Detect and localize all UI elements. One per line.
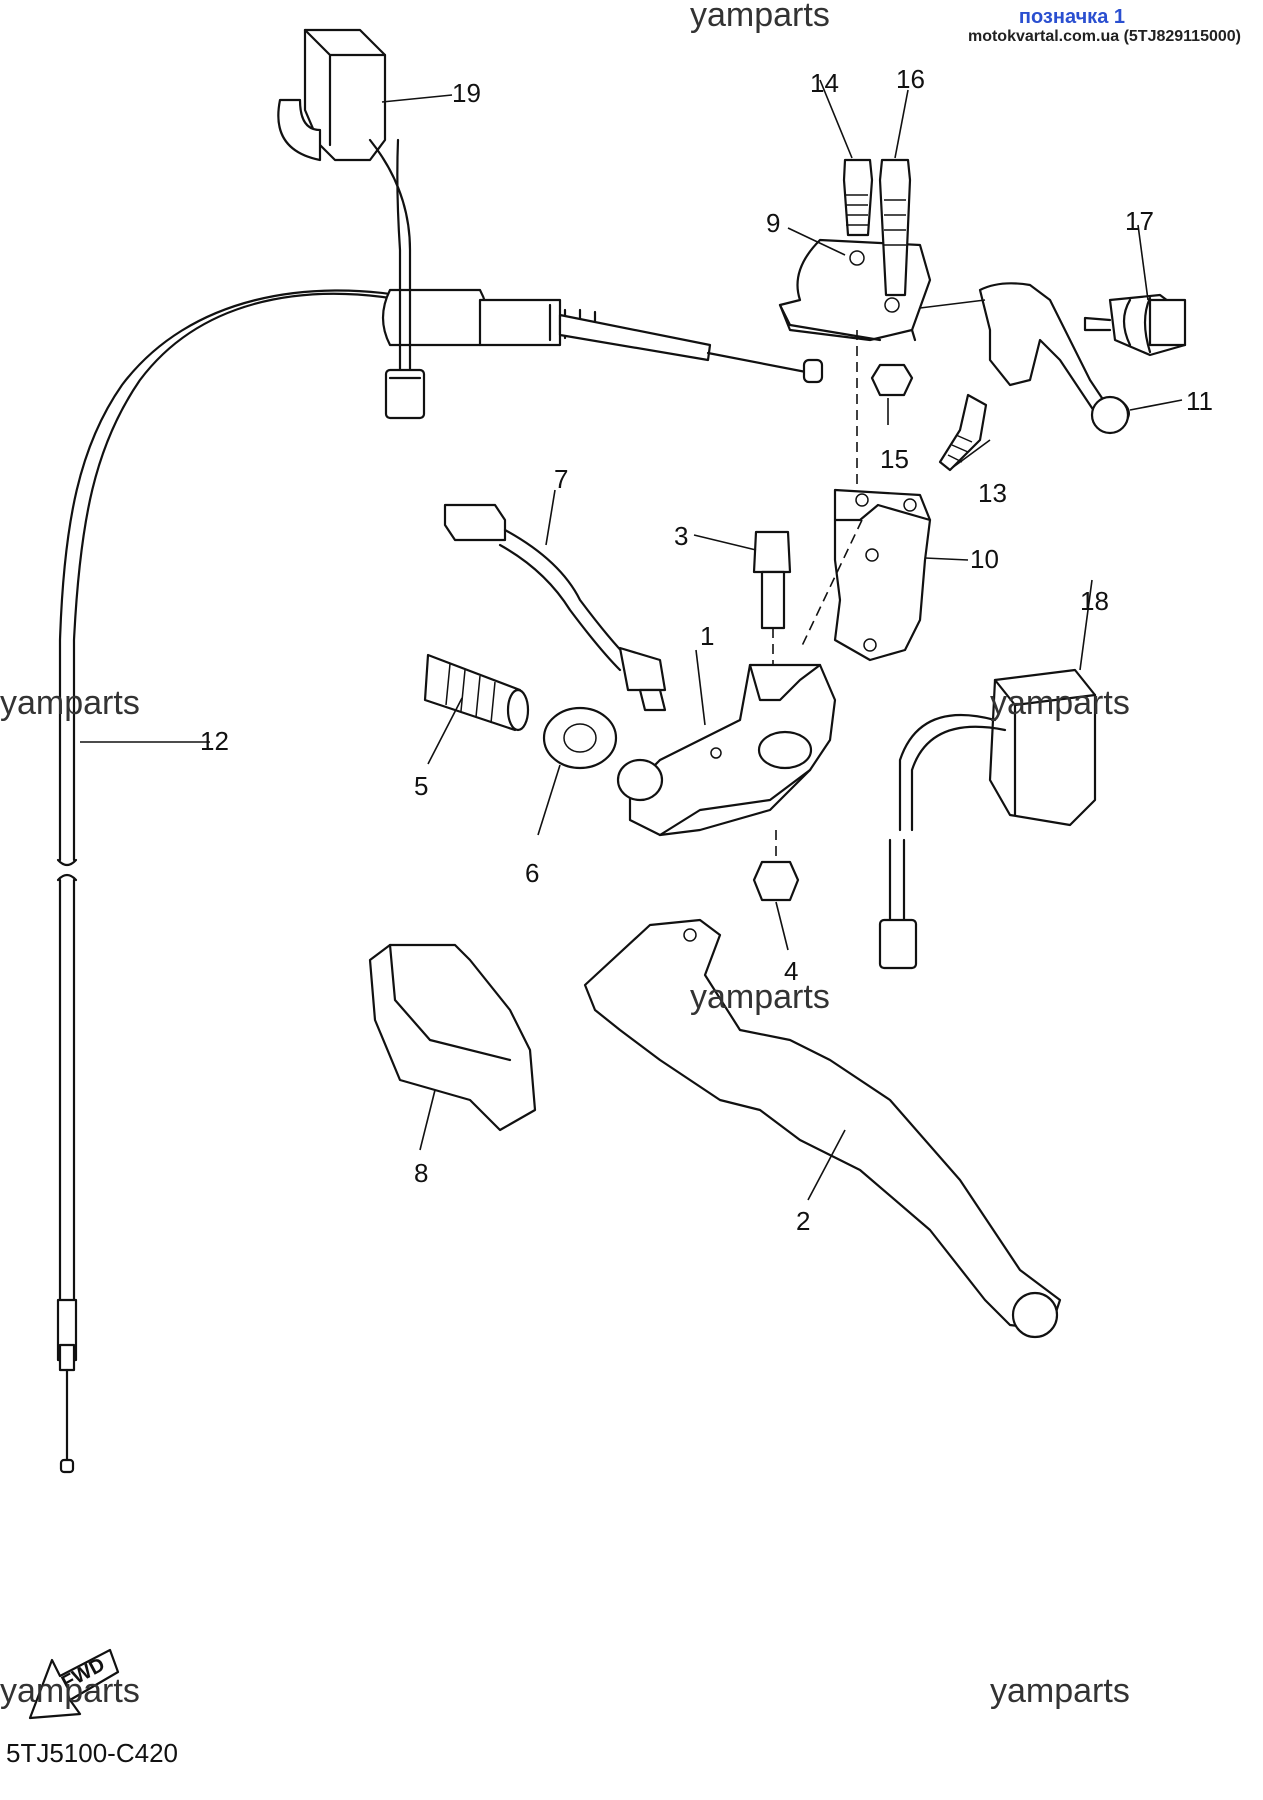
clamp-10 bbox=[833, 488, 932, 662]
callout-3: 3 bbox=[674, 521, 688, 551]
switch-19 bbox=[277, 28, 426, 420]
callout-16: 16 bbox=[896, 64, 925, 94]
callout-10: 10 bbox=[970, 544, 999, 574]
diagram-code: 5TJ5100-C420 bbox=[6, 1738, 178, 1768]
watermark: yamparts bbox=[690, 0, 830, 34]
callout-1: 1 bbox=[700, 621, 714, 651]
callout-19: 19 bbox=[452, 78, 481, 108]
callout-11: 11 bbox=[1186, 386, 1213, 416]
callout-17: 17 bbox=[1125, 206, 1154, 236]
callout-5: 5 bbox=[414, 771, 428, 801]
watermark: yamparts bbox=[690, 978, 830, 1016]
bracket-9 bbox=[778, 158, 932, 342]
switch-18 bbox=[878, 668, 1097, 970]
callout-18: 18 bbox=[1080, 586, 1109, 616]
callout-2: 2 bbox=[796, 1206, 810, 1236]
callout-15: 15 bbox=[880, 444, 909, 474]
callout-13: 13 bbox=[978, 478, 1007, 508]
badge-title: позначка 1 bbox=[1018, 6, 1125, 28]
callout-6: 6 bbox=[525, 858, 539, 888]
hot-start-lever bbox=[978, 282, 1187, 435]
adjuster-5 bbox=[423, 653, 530, 732]
nut-4 bbox=[752, 860, 800, 902]
callout-4: 4 bbox=[784, 956, 798, 986]
watermark: yamparts bbox=[990, 1672, 1130, 1710]
callout-8: 8 bbox=[414, 1158, 428, 1188]
badge-site-link[interactable]: motokvartal.com.ua (5TJ829115000) bbox=[967, 28, 1241, 45]
callout-12: 12 bbox=[200, 726, 229, 756]
callout-7: 7 bbox=[554, 464, 568, 494]
switch-7 bbox=[443, 503, 667, 712]
guard-8 bbox=[368, 943, 537, 1132]
clutch-cable bbox=[56, 288, 824, 1474]
callout-9: 9 bbox=[766, 208, 780, 238]
adjuster-nut-6 bbox=[542, 706, 618, 770]
nut-15 bbox=[870, 363, 914, 397]
watermark: yamparts bbox=[990, 684, 1130, 722]
watermark: yamparts bbox=[0, 684, 140, 722]
bolt-3 bbox=[752, 530, 792, 630]
lever-2 bbox=[583, 918, 1062, 1339]
callout-14: 14 bbox=[810, 68, 839, 98]
watermark: yamparts bbox=[0, 1672, 140, 1710]
screw-13 bbox=[938, 393, 988, 472]
lever-holder-1 bbox=[616, 663, 837, 837]
